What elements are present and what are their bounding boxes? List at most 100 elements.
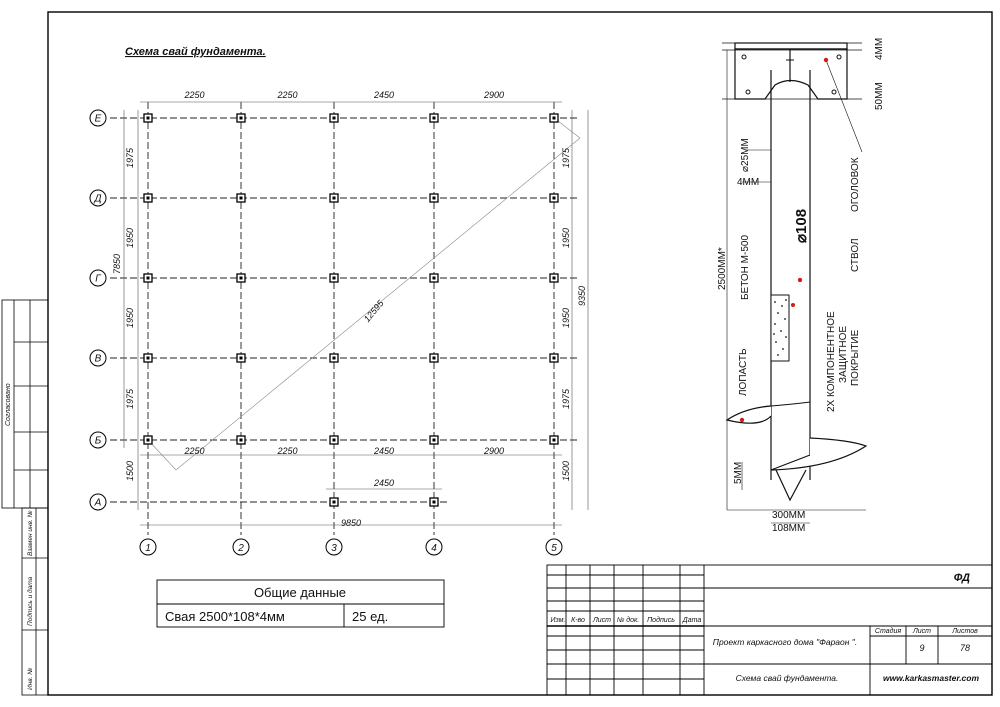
- pile-leader-dots: [739, 57, 829, 423]
- diagonal-dim-line: [147, 117, 581, 471]
- top-dim-label: 2250: [276, 90, 297, 100]
- pile-marker-core: [332, 500, 336, 504]
- pile-coating-line2: ЗАЩИТНОЕ: [838, 326, 849, 383]
- pile-pipe-width: 108ММ: [772, 523, 805, 534]
- pile-diameter: ⌀108: [793, 209, 810, 243]
- pile-marker-core: [146, 438, 150, 442]
- pile-marker-core: [239, 116, 243, 120]
- top-dim-label: 2900: [483, 90, 504, 100]
- page-title: Схема свай фундамента.: [125, 46, 266, 58]
- title-block: [546, 564, 993, 696]
- row-axis-label: Е: [95, 114, 102, 125]
- pile-shaft-label: СТВОЛ: [850, 238, 861, 272]
- stamp-drawing-name: Схема свай фундамента.: [736, 673, 839, 683]
- side-stamp: [1, 299, 49, 696]
- pile-marker-core: [432, 356, 436, 360]
- pile-marker-core: [432, 500, 436, 504]
- right-dim-label: 1500: [561, 461, 571, 481]
- pile-blade-width: 300ММ: [772, 510, 805, 521]
- stamp-header-list: Лист: [592, 617, 611, 624]
- left-dim-label: 1500: [125, 461, 135, 481]
- pile-length-dim: 2500ММ*: [717, 247, 728, 290]
- col-axis-label: 1: [145, 543, 151, 554]
- stamp-sheets-value: 78: [960, 643, 970, 653]
- stamp-header-date: Дата: [682, 617, 702, 624]
- mid-dim-label: 2250: [276, 446, 297, 456]
- pile-concrete-label: БЕТОН М-500: [740, 235, 751, 300]
- row-axis-bubble: [89, 269, 107, 287]
- pile-marker-core: [332, 116, 336, 120]
- stamp-site: www.karkasmaster.com: [883, 673, 980, 683]
- col-axis-label: 5: [551, 543, 557, 554]
- right-dim-label: 1950: [561, 228, 571, 248]
- pile-marker-core: [239, 438, 243, 442]
- general-data-table: [156, 579, 445, 628]
- pile-wall-dim: 4ММ: [737, 177, 759, 188]
- row-axis-bubble: [89, 349, 107, 367]
- col-axis-bubble: [232, 538, 250, 556]
- right-dim-label: 1975: [561, 147, 571, 168]
- col-axis-label: 2: [237, 543, 244, 554]
- pile-marker-core: [146, 116, 150, 120]
- pile-blade-thickness: 5ММ: [733, 462, 744, 484]
- mid-dim-label: 2250: [183, 446, 204, 456]
- stamp-header-sign: Подпись: [647, 616, 675, 624]
- col-axis-bubble: [545, 538, 563, 556]
- stamp-header-doc: № док.: [617, 616, 640, 624]
- pile-marker-core: [239, 356, 243, 360]
- left-dim-label: 1975: [125, 388, 135, 409]
- col-axis-bubble: [425, 538, 443, 556]
- left-dim-label: 1950: [125, 228, 135, 248]
- row-axis-bubble: [89, 431, 107, 449]
- stamp-stage-label: Стадия: [875, 627, 901, 635]
- right-dim-label: 1950: [561, 308, 571, 328]
- col-axis-bubble: [325, 538, 343, 556]
- pile-coating-line1: 2Х КОМПОНЕНТНОЕ: [826, 311, 837, 412]
- pile-marker-core: [332, 276, 336, 280]
- stamp-sheets-label: Листов: [951, 628, 978, 635]
- stamp-project: Проект каркасного дома "Фараон ".: [713, 637, 857, 647]
- pile-detail: [722, 42, 868, 524]
- side-signature: Подпись и дата: [26, 576, 34, 626]
- right-total-label: 9350: [577, 286, 587, 306]
- side-inv: Инв. №: [27, 668, 34, 690]
- pile-marker-core: [432, 116, 436, 120]
- pile-marker-core: [239, 276, 243, 280]
- pile-marker-core: [332, 356, 336, 360]
- row-axis-bubble: [89, 493, 107, 511]
- row-axis-label: В: [95, 354, 102, 365]
- pile-marker-core: [552, 356, 556, 360]
- pile-blade-label: ЛОПАСТЬ: [738, 348, 749, 396]
- stamp-sheet-value: 9: [919, 643, 924, 653]
- left-dim-label: 1975: [125, 147, 135, 168]
- stamp-code: ФД: [954, 572, 970, 584]
- pile-marker-core: [146, 356, 150, 360]
- pile-marker-core: [552, 276, 556, 280]
- stamp-sheet-label: Лист: [912, 628, 931, 635]
- side-replaced: Взамен инв. №: [27, 510, 34, 556]
- general-heading: Общие данные: [254, 585, 346, 600]
- col-axis-label: 3: [331, 543, 337, 554]
- row-axis-label: А: [94, 498, 102, 509]
- row-axis-bubble: [89, 189, 107, 207]
- left-total-label: 7850: [112, 254, 122, 274]
- pile-marker-core: [552, 438, 556, 442]
- row-axis-label: Г: [95, 274, 102, 285]
- total-width-label: 9850: [341, 518, 361, 528]
- general-item: Свая 2500*108*4мм: [165, 609, 285, 624]
- pile-hole-dim: ⌀25ММ: [740, 138, 751, 172]
- diagonal-label: 12595: [362, 298, 386, 324]
- stamp-header-kvo: К-во: [571, 617, 585, 624]
- row-axis-bubble: [89, 109, 107, 127]
- pile-marker-core: [552, 116, 556, 120]
- right-dim-label: 1975: [561, 388, 571, 409]
- pile-marker-core: [146, 196, 150, 200]
- pile-marker-core: [239, 196, 243, 200]
- pile-head-label: ОГОЛОВОК: [850, 157, 861, 212]
- pile-coating-line3: ПОКРЫТИЕ: [850, 329, 861, 386]
- pile-marker-core: [432, 438, 436, 442]
- pile-plate-height-dim: 50ММ: [874, 82, 885, 110]
- row-axis-label: Д: [93, 194, 101, 205]
